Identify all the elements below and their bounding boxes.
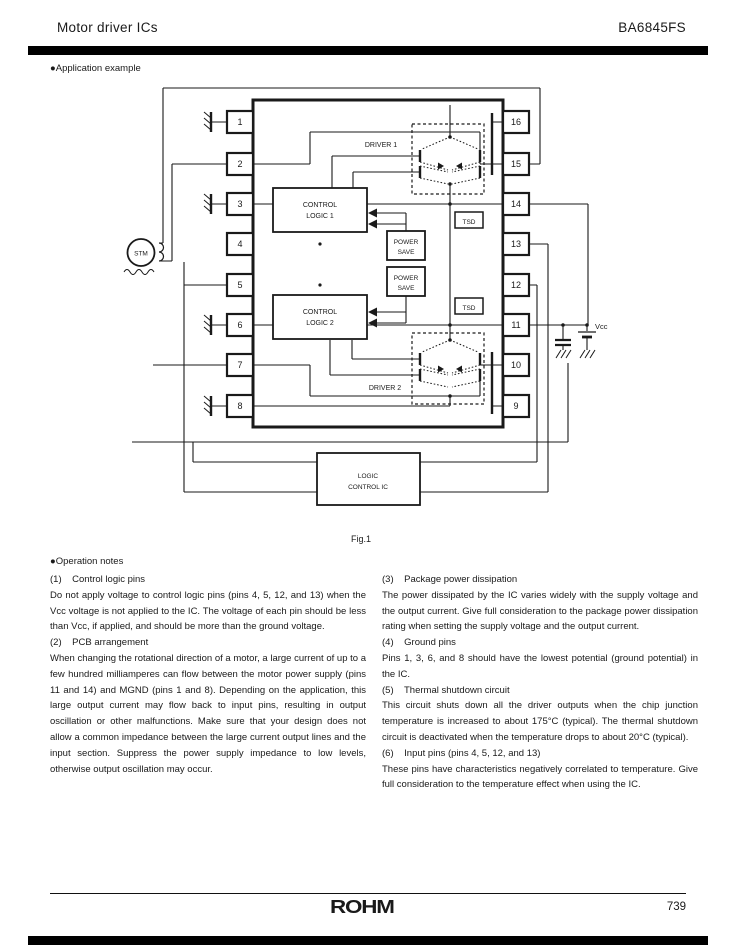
rohm-logo: ROHM — [330, 898, 395, 918]
pin-label: 5 — [237, 280, 242, 290]
operation-notes-label: ●Operation notes — [50, 556, 124, 567]
pin-label: 14 — [511, 199, 521, 209]
part-number: BA6845FS — [618, 20, 686, 35]
note-body: Do not apply voltage to control logic pi… — [50, 589, 366, 633]
power-save-2-label2: SAVE — [398, 285, 416, 292]
control-logic-2-box — [272, 294, 368, 340]
note-body: These pins have characteristics negative… — [382, 763, 698, 791]
circuit-wires — [132, 87, 589, 493]
logic-control-ic-label: LOGIC — [358, 473, 379, 480]
pin-numbers: 1 2 3 4 5 6 7 8 16 15 14 13 12 11 10 9 — [237, 117, 521, 411]
page-title: Motor driver ICs — [57, 20, 158, 35]
capacitor-plates — [555, 338, 571, 347]
pin-label: 16 — [511, 117, 521, 127]
control-logic-1-label2: LOGIC 1 — [306, 213, 334, 220]
pin-label: 8 — [237, 401, 242, 411]
pin-label: 7 — [237, 360, 242, 370]
control-logic-2-label: CONTROL — [303, 309, 337, 316]
control-logic-2-label2: LOGIC 2 — [306, 320, 334, 327]
tsd-2-box — [454, 297, 484, 315]
pin-label: 9 — [513, 401, 518, 411]
pin-label: 15 — [511, 159, 521, 169]
pin-label: 1 — [237, 117, 242, 127]
pin-label: 4 — [237, 239, 242, 249]
footer-rule — [50, 893, 686, 894]
control-logic-1-box — [272, 187, 368, 233]
tsd-2-label: TSD — [463, 305, 476, 312]
pin-label: 12 — [511, 280, 521, 290]
junction-dots — [318, 135, 589, 398]
ground-hatch-marks — [203, 111, 596, 415]
note-heading: (6) Input pins (pins 4, 5, 12, and 13) — [382, 747, 541, 759]
note-body: The power dissipated by the IC varies wi… — [382, 589, 698, 633]
note-body: Pins 1, 3, 6, and 8 should have the lowe… — [382, 652, 698, 680]
logic-control-ic-label2: CONTROL IC — [348, 484, 388, 491]
vcc-label: Vcc — [595, 322, 608, 331]
h-bridge-transistor-lines — [419, 136, 481, 388]
logic-control-ic-box — [316, 452, 421, 506]
footer-rule-bar — [28, 936, 708, 945]
notes-column-right: (3) Package power dissipation The power … — [382, 572, 698, 793]
pin-label: 2 — [237, 159, 242, 169]
driver1-label: DRIVER 1 — [365, 142, 397, 149]
header-rule-bar — [28, 46, 708, 55]
note-heading: (5) Thermal shutdown circuit — [382, 684, 510, 696]
note-heading: (2) PCB arrangement — [50, 637, 149, 649]
power-save-1-label2: SAVE — [398, 249, 416, 256]
control-logic-1-label: CONTROL — [303, 202, 337, 209]
signal-arrowheads — [368, 162, 462, 373]
stepper-motor-label: STM — [134, 251, 148, 258]
ic-outline — [251, 98, 505, 429]
driver2-dashed-box — [411, 332, 485, 405]
tsd-1-box — [454, 211, 484, 229]
pin-label: 11 — [511, 320, 520, 330]
pin-boxes — [225, 109, 531, 419]
motor-scribble — [123, 269, 155, 275]
rail-bars — [209, 112, 494, 416]
figure-caption: Fig.1 — [351, 534, 371, 544]
pin-label: 10 — [511, 360, 521, 370]
power-save-2-box — [386, 266, 426, 297]
motor-coil — [158, 242, 165, 262]
stepper-motor-symbol — [126, 238, 156, 267]
driver2-label: DRIVER 2 — [369, 385, 401, 392]
note-body: This circuit shuts down all the driver o… — [382, 700, 698, 743]
note-heading: (1) Control logic pins — [50, 574, 146, 585]
driver1-dashed-box — [411, 123, 485, 195]
note-body: When changing the rotational direction o… — [50, 652, 366, 775]
note-heading: (4) Ground pins — [382, 637, 456, 649]
pin-label: 13 — [511, 239, 521, 249]
notes-column-left: (1) Control logic pins Do not apply volt… — [50, 572, 366, 777]
note-heading: (3) Package power dissipation — [382, 574, 518, 585]
page-number: 739 — [666, 901, 686, 913]
power-save-2-label: POWER — [394, 275, 419, 282]
power-save-1-label: POWER — [394, 239, 419, 246]
tsd-1-label: TSD — [463, 219, 476, 226]
pin-label: 3 — [237, 199, 242, 209]
power-save-1-box — [386, 230, 426, 261]
application-example-label: ●Application example — [50, 63, 141, 74]
pin-label: 6 — [237, 320, 242, 330]
